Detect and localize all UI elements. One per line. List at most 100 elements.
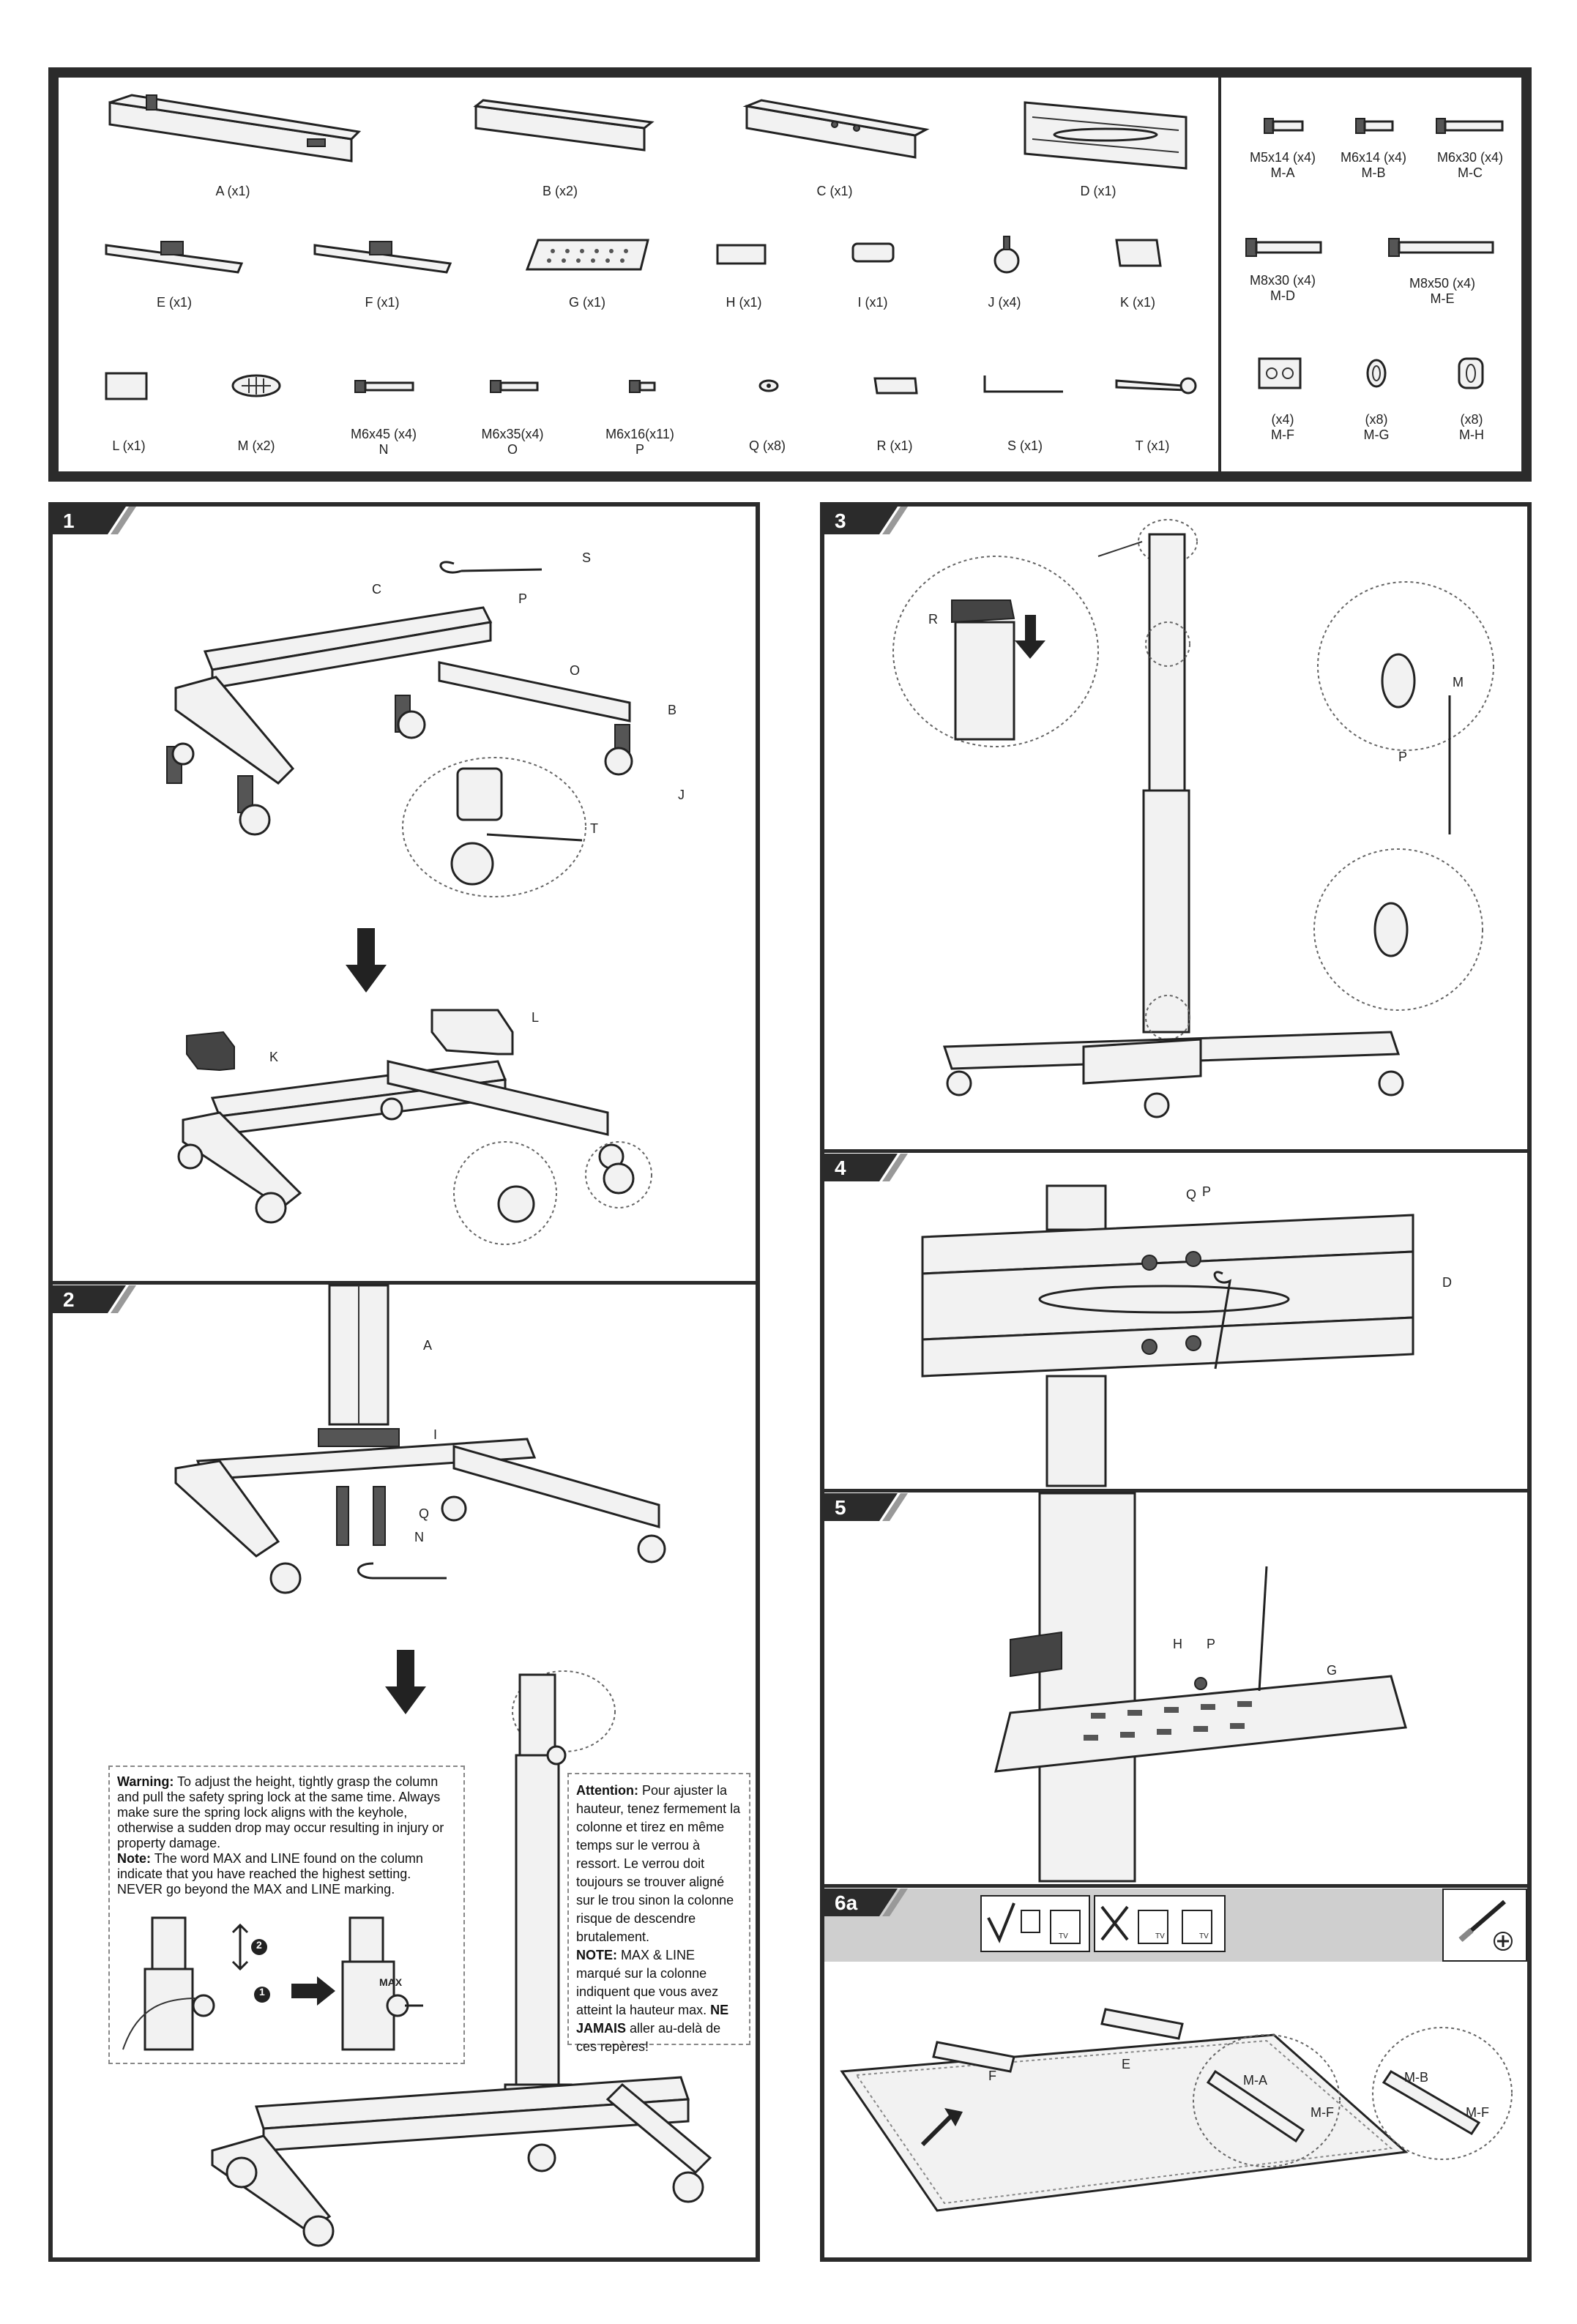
attention-text: Pour ajuster la hauteur, tenez fermement…: [576, 1783, 741, 1944]
hardware-MC-size: M6x30 (x4): [1436, 150, 1504, 165]
part-J-label: J (x4): [988, 295, 1021, 310]
step-1-number: 1: [63, 509, 75, 532]
hardware-MF-label: M-F: [1271, 427, 1294, 442]
hardware-MG-drawing: [1366, 359, 1387, 388]
part-M-drawing: [231, 374, 281, 397]
callout-H: H: [1173, 1637, 1182, 1651]
hardware-MD-drawing: [1245, 238, 1322, 257]
part-C-drawing: [742, 99, 930, 159]
step-2-stand-drawing: [211, 1670, 712, 2247]
callout-G: G: [1327, 1663, 1338, 1678]
callout-T: T: [590, 821, 598, 836]
callout-Q-step4: Q: [1186, 1187, 1197, 1202]
step-divider-4-5: [820, 1489, 1532, 1492]
step-5-tab: 5: [824, 1493, 905, 1524]
step-divider-3-4: [820, 1149, 1532, 1153]
step-1-caster-lock-detail: [453, 1141, 652, 1245]
wrong-mount-tv-label-1: TV: [1155, 1932, 1165, 1940]
step-divider-1-2: [48, 1281, 760, 1285]
part-S-drawing: [983, 375, 1063, 393]
hardware-MF-drawing: [1258, 357, 1302, 389]
part-O-size: M6x35(x4): [481, 427, 544, 441]
wrong-mount-icon: [1094, 1895, 1226, 1952]
callout-P-step4: P: [1202, 1184, 1212, 1199]
part-T-drawing: [1115, 377, 1197, 395]
step-1-tab-shape: [53, 507, 136, 534]
step-1-caster-detail: [402, 757, 586, 897]
part-Q-drawing: [758, 379, 779, 392]
step-3-tab-shape: [824, 507, 908, 534]
callout-MA: M-A: [1243, 2073, 1267, 2088]
attention-box: Attention: Pour ajuster la hauteur, tene…: [567, 1773, 750, 2054]
part-L-label: L (x1): [112, 438, 146, 453]
part-S-label: S (x1): [1007, 438, 1043, 453]
attention-never: NE JAMAIS: [576, 2003, 729, 2036]
part-N-label: N: [379, 442, 389, 457]
part-P-drawing: [629, 380, 656, 393]
part-E-label: E (x1): [156, 295, 193, 310]
part-N-drawing: [354, 380, 414, 393]
callout-L: L: [532, 1010, 540, 1025]
hardware-ME-label: M-E: [1430, 291, 1455, 306]
callout-C: C: [372, 582, 381, 597]
part-J-drawing: [993, 236, 1020, 274]
hardware-MB-drawing: [1355, 118, 1394, 134]
warning-illustration: [122, 1916, 423, 2051]
hardware-MC-drawing: [1436, 118, 1504, 134]
warning-text: To adjust the height, tightly grasp the …: [117, 1774, 444, 1850]
part-R-label: R (x1): [876, 438, 913, 453]
warning-box: Warning: To adjust the height, tightly g…: [108, 1766, 465, 2064]
hardware-ME-drawing: [1388, 238, 1494, 257]
callout-Q: Q: [419, 1506, 430, 1521]
part-D-drawing: [1024, 101, 1188, 170]
part-P-label: P: [635, 442, 645, 457]
step-1-down-arrow: [346, 928, 387, 993]
part-E-drawing: [105, 241, 244, 274]
screwdriver-box: [1442, 1888, 1527, 1962]
step-5-tab-shape: [824, 1493, 908, 1521]
hardware-MD-size: M8x30 (x4): [1249, 273, 1316, 288]
step-2-tab-shape: [53, 1285, 136, 1313]
callout-J: J: [678, 788, 685, 802]
part-G-label: G (x1): [568, 295, 606, 310]
part-F-label: F (x1): [365, 295, 400, 310]
wrong-mount-tv-label-2: TV: [1199, 1932, 1209, 1940]
callout-R: R: [928, 612, 938, 627]
step-3-column-drawing: [892, 519, 1494, 1118]
step-1-2-frame: [48, 502, 760, 2262]
step-6a-number: 6a: [835, 1891, 858, 1914]
attention-paragraph: Attention: Pour ajuster la hauteur, tene…: [576, 1782, 742, 1946]
note-text: The word MAX and LINE found on the colum…: [117, 1851, 423, 1897]
attention-note-title: NOTE:: [576, 1948, 617, 1962]
step-2-tab: 2: [53, 1285, 133, 1316]
part-D-label: D (x1): [1080, 184, 1116, 198]
part-I-label: I (x1): [857, 295, 888, 310]
callout-N: N: [414, 1530, 424, 1544]
hardware-MA-size: M5x14 (x4): [1249, 150, 1316, 165]
step-2-column-drawing: [174, 1284, 666, 1594]
callout-A: A: [423, 1338, 433, 1353]
hardware-MA-label: M-A: [1270, 165, 1295, 180]
step-4-bracket-drawing: [921, 1184, 1414, 1487]
step-2-down-arrow: [385, 1650, 426, 1714]
attention-note: NOTE: MAX & LINE marqué sur la colonne i…: [576, 1946, 742, 2056]
callout-O: O: [570, 663, 581, 678]
part-L-drawing: [105, 372, 148, 400]
step-6a-tab-shape: [824, 1888, 908, 1916]
step-4-number: 4: [835, 1157, 846, 1179]
step-divider-5-6a: [820, 1884, 1532, 1888]
callout-MF-2: M-F: [1466, 2105, 1489, 2120]
hardware-MG-label: M-G: [1363, 427, 1390, 442]
part-O-drawing: [490, 380, 539, 393]
step-5-shelf-drawing: [994, 1492, 1407, 1883]
step-1-frame-drawing: [166, 561, 633, 836]
callout-B: B: [668, 703, 677, 717]
max-mark: MAX: [379, 1976, 403, 1988]
callout-E: E: [1122, 2057, 1131, 2071]
callout-M: M: [1453, 675, 1464, 690]
part-B-label: B (x2): [542, 184, 578, 198]
step-3-number: 3: [835, 509, 846, 532]
part-A-drawing: [108, 94, 362, 162]
step-2-number: 2: [63, 1288, 75, 1311]
note-title: Note:: [117, 1851, 151, 1866]
